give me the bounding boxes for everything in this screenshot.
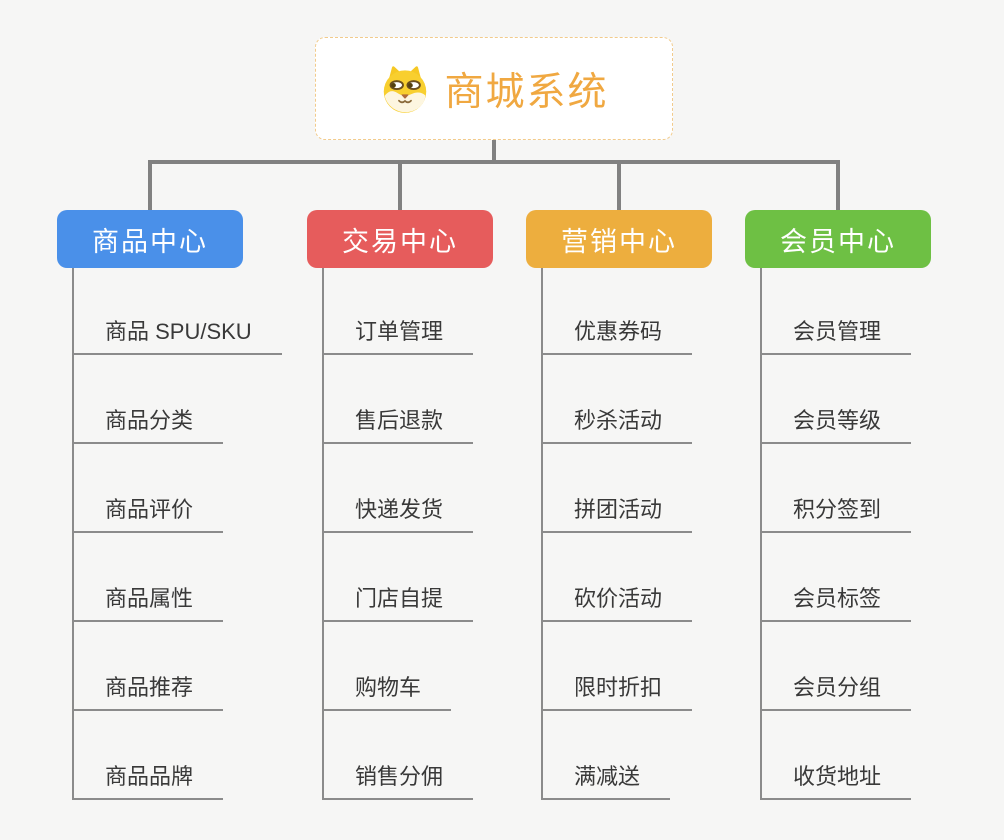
- bus-line: [148, 160, 840, 164]
- child-item[interactable]: 砍价活动: [541, 576, 693, 622]
- branch-node[interactable]: 商品中心: [57, 210, 243, 268]
- child-item[interactable]: 售后退款: [322, 398, 474, 444]
- branch-stub-line: [836, 164, 840, 210]
- branch-children-line: [760, 268, 762, 800]
- branch-stub-line: [617, 164, 621, 210]
- child-item[interactable]: 商品属性: [72, 576, 224, 622]
- branch-node[interactable]: 交易中心: [307, 210, 493, 268]
- branch-stub-line: [148, 164, 152, 210]
- child-item[interactable]: 商品品牌: [72, 754, 224, 800]
- child-item[interactable]: 会员管理: [760, 309, 912, 355]
- child-item[interactable]: 商品 SPU/SKU: [72, 309, 282, 355]
- root-title: 商城系统: [444, 70, 609, 114]
- child-item[interactable]: 会员标签: [760, 576, 912, 622]
- branch-node[interactable]: 会员中心: [745, 210, 931, 268]
- root-node[interactable]: 商城系统: [315, 37, 673, 140]
- child-item[interactable]: 门店自提: [322, 576, 474, 622]
- child-item[interactable]: 限时折扣: [541, 665, 693, 711]
- child-item[interactable]: 收货地址: [760, 754, 912, 800]
- child-item[interactable]: 快递发货: [322, 487, 474, 533]
- child-item[interactable]: 拼团活动: [541, 487, 693, 533]
- child-item[interactable]: 商品分类: [72, 398, 224, 444]
- child-item[interactable]: 会员等级: [760, 398, 912, 444]
- root-stub-line: [492, 140, 496, 164]
- child-item[interactable]: 满减送: [541, 754, 671, 800]
- child-item[interactable]: 销售分佣: [322, 754, 474, 800]
- child-item[interactable]: 购物车: [322, 665, 452, 711]
- branch-stub-line: [398, 164, 402, 210]
- child-item[interactable]: 商品评价: [72, 487, 224, 533]
- child-item[interactable]: 秒杀活动: [541, 398, 693, 444]
- branch-children-line: [72, 268, 74, 800]
- child-item[interactable]: 订单管理: [322, 309, 474, 355]
- child-item[interactable]: 优惠券码: [541, 309, 693, 355]
- branch-children-line: [541, 268, 543, 800]
- child-item[interactable]: 会员分组: [760, 665, 912, 711]
- child-item[interactable]: 商品推荐: [72, 665, 224, 711]
- dog-face-icon: [384, 65, 427, 113]
- branch-node[interactable]: 营销中心: [526, 210, 712, 268]
- child-item[interactable]: 积分签到: [760, 487, 912, 533]
- branch-children-line: [322, 268, 324, 800]
